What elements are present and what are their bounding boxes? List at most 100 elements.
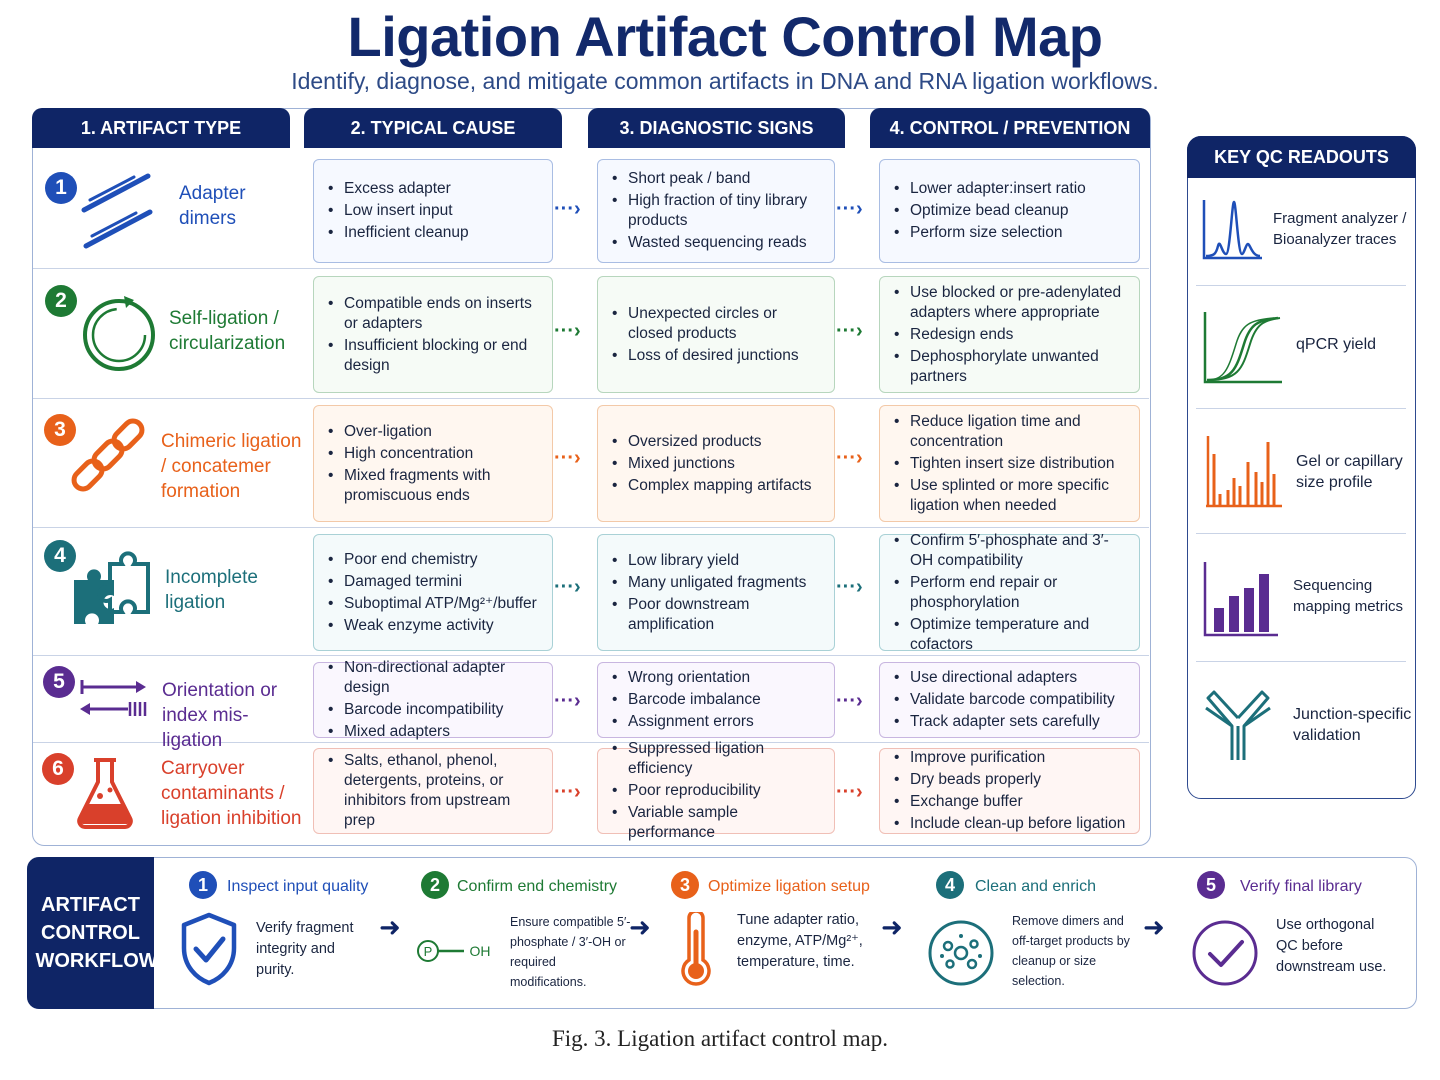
control-item: Track adapter sets carefully: [894, 712, 1129, 732]
qc-divider: [1196, 408, 1406, 409]
sign-item: Many unligated fragments: [612, 573, 824, 593]
sign-item: Complex mapping artifacts: [612, 476, 824, 496]
cause-item: High concentration: [328, 444, 542, 464]
step-number: 4: [936, 871, 964, 899]
control-item: Redesign ends: [894, 325, 1129, 345]
adapter-dimer-icon: [81, 173, 153, 249]
arrow-right-icon: ➜: [881, 912, 903, 942]
dotted-arrow-icon: ···›: [836, 320, 863, 342]
dotted-arrow-icon: ···›: [836, 781, 863, 803]
cause-box: Excess adapter Low insert input Ineffici…: [313, 159, 553, 263]
step-description: Remove dimers and off-target products by…: [1012, 914, 1130, 988]
artifact-number: 1: [45, 172, 77, 204]
control-item: Include clean-up before ligation: [894, 814, 1129, 834]
amplification-curve-icon: [1203, 312, 1282, 384]
dotted-arrow-icon: ···›: [836, 447, 863, 469]
thermometer-icon: [681, 912, 711, 986]
control-box: Lower adapter:insert ratio Optimize bead…: [879, 159, 1140, 263]
control-item: Improve purification: [894, 748, 1129, 768]
artifact-label: Orientation or index mis-ligation: [162, 680, 278, 751]
cause-item: Damaged termini: [328, 572, 542, 592]
cause-item: Mixed fragments with promiscuous ends: [328, 466, 542, 506]
qc-label: Gel or capillary size profile: [1296, 453, 1403, 491]
step-number: 5: [1197, 871, 1225, 899]
artifact-label: Chimeric ligation / concatemer formation: [161, 431, 302, 502]
artifact-number: 3: [44, 414, 76, 446]
control-item: Use splinted or more specific ligation w…: [894, 476, 1129, 516]
cause-box: Over-ligation High concentration Mixed f…: [313, 405, 553, 522]
phosphate-oh-icon: P OH: [417, 940, 491, 962]
dotted-arrow-icon: ···›: [554, 690, 581, 712]
control-item: Optimize temperature and cofactors: [894, 615, 1129, 655]
workflow-panel: [27, 857, 1417, 1009]
control-box: Improve purification Dry beads properly …: [879, 748, 1140, 834]
column-header-typical-cause: 2. TYPICAL CAUSE: [304, 108, 562, 148]
sign-item: Low library yield: [612, 551, 824, 571]
antibody-icon: [1205, 690, 1271, 760]
step-number: 3: [671, 871, 699, 899]
sign-item: High fraction of tiny library products: [612, 191, 824, 231]
control-item: Use directional adapters: [894, 668, 1129, 688]
step-title: Inspect input quality: [227, 878, 369, 895]
control-item: Reduce ligation time and concentration: [894, 412, 1129, 452]
row-divider: [33, 527, 1149, 528]
control-item: Use blocked or pre-adenylated adapters w…: [894, 283, 1129, 323]
qc-label: Sequencing mapping metrics: [1293, 577, 1404, 615]
qc-panel-title: KEY QC READOUTS: [1187, 136, 1416, 178]
workflow-label: ARTIFACT CONTROL WORKFLOW: [27, 857, 158, 1009]
shield-check-icon: [181, 912, 237, 986]
cause-item: Suboptimal ATP/Mg²⁺/buffer: [328, 594, 542, 614]
qc-divider: [1196, 285, 1406, 286]
cause-item: Inefficient cleanup: [328, 223, 542, 243]
orientation-arrows-icon: [80, 680, 147, 716]
qc-divider: [1196, 533, 1406, 534]
row-divider: [33, 742, 1149, 743]
column-header-artifact-type: 1. ARTIFACT TYPE: [32, 108, 290, 148]
cause-item: Excess adapter: [328, 179, 542, 199]
dotted-arrow-icon: ···›: [836, 198, 863, 220]
signs-box: Short peak / band High fraction of tiny …: [597, 159, 835, 263]
size-profile-icon: [1206, 436, 1282, 508]
control-box: Reduce ligation time and concentration T…: [879, 405, 1140, 522]
bead-cleanup-icon: [928, 920, 994, 986]
control-item: Dry beads properly: [894, 770, 1129, 790]
sign-item: Unexpected circles or closed products: [612, 304, 824, 344]
arrow-right-icon: ➜: [379, 912, 401, 942]
qc-label: Junction-specific validation: [1293, 706, 1412, 744]
cause-box: Salts, ethanol, phenol, detergents, prot…: [313, 748, 553, 834]
qc-label: Fragment analyzer / Bioanalyzer traces: [1273, 210, 1407, 248]
artifact-label: Adapter dimers: [179, 183, 246, 229]
dotted-arrow-icon: ···›: [836, 576, 863, 598]
signs-box: Oversized products Mixed junctions Compl…: [597, 405, 835, 522]
artifact-number: 6: [42, 753, 74, 785]
control-item: Dephosphorylate unwanted partners: [894, 347, 1129, 387]
trace-peak-icon: [1202, 200, 1262, 260]
control-item: Tighten insert size distribution: [894, 454, 1129, 474]
circular-arrow-icon: [83, 296, 155, 371]
step-title: Confirm end chemistry: [457, 878, 618, 895]
puzzle-piece-icon: [74, 551, 150, 624]
column-header-diagnostic-signs: 3. DIAGNOSTIC SIGNS: [588, 108, 845, 148]
step-title: Optimize ligation setup: [708, 878, 870, 895]
cause-item: Compatible ends on inserts or adapters: [328, 294, 542, 334]
flask-icon: [77, 758, 133, 829]
sign-item: Wrong orientation: [612, 668, 824, 688]
row-divider: [33, 655, 1149, 656]
cause-box: Poor end chemistry Damaged termini Subop…: [313, 534, 553, 651]
figure-caption: Fig. 3. Ligation artifact control map.: [552, 1026, 888, 1051]
step-description: Tune adapter ratio, enzyme, ATP/Mg²⁺, te…: [737, 912, 863, 970]
sign-item: Mixed junctions: [612, 454, 824, 474]
sign-item: Variable sample performance: [612, 803, 824, 843]
dotted-arrow-icon: ···›: [554, 198, 581, 220]
hydroxyl-glyph: OH: [470, 943, 491, 959]
row-divider: [33, 398, 1149, 399]
dotted-arrow-icon: ···›: [554, 781, 581, 803]
control-item: Lower adapter:insert ratio: [894, 179, 1129, 199]
row-divider: [33, 268, 1149, 269]
dotted-arrow-icon: ···›: [554, 576, 581, 598]
step-title: Verify final library: [1240, 878, 1362, 895]
cause-box: Non-directional adapter design Barcode i…: [313, 658, 553, 742]
control-item: Perform size selection: [894, 223, 1129, 243]
artifact-number: 5: [43, 666, 75, 698]
sign-item: Assignment errors: [612, 712, 824, 732]
